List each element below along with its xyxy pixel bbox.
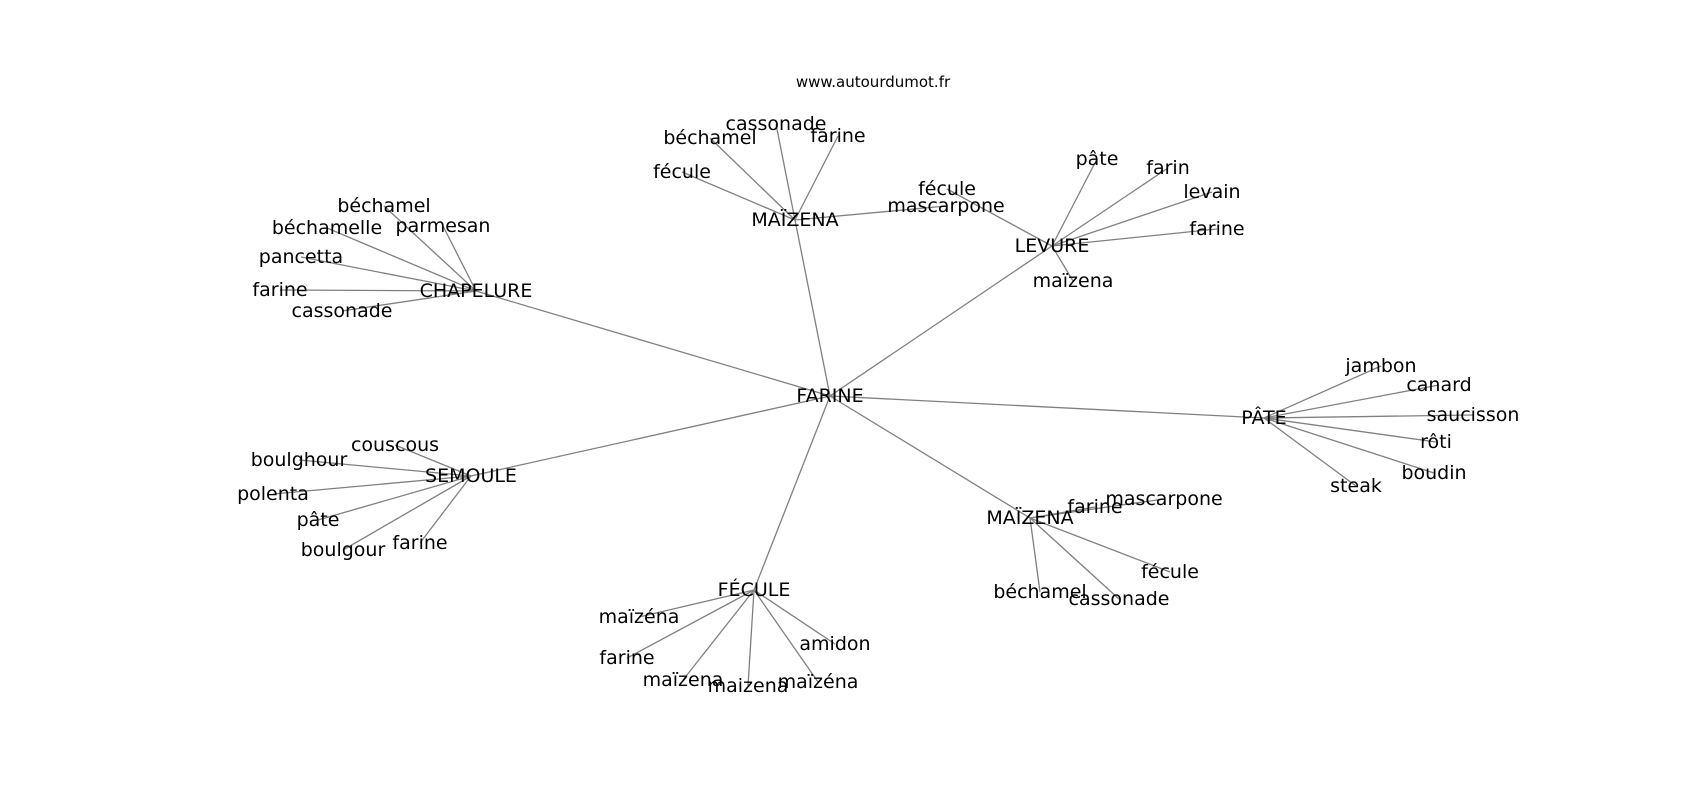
leaf-node: jambon [1344,355,1416,377]
edge-hub-4-leaf-4 [342,475,472,551]
edge-hub-4-leaf-5 [419,475,472,544]
edge-hub-1-leaf-3 [1051,191,1213,247]
leaf-node: maïzena [643,669,724,691]
leaf-node: cassonade [726,113,827,135]
leaf-node: amidon [799,633,870,655]
edge-hub-0-leaf-0 [681,171,796,221]
edge-center-hub-2 [475,290,831,397]
leaf-node: boulghour [251,449,348,471]
leaf-node: farine [810,125,865,147]
edge-hub-3-leaf-0 [1263,365,1382,419]
edge-center-hub-1 [829,245,1053,397]
leaf-node: parmesan [396,215,491,237]
edge-hub-2-leaf-5 [341,290,477,312]
edge-hub-2-leaf-3 [300,256,477,292]
edge-hub-5-leaf-0 [638,589,755,618]
edge-hub-1-leaf-4 [1051,228,1218,247]
hub-node: FÉCULE [718,578,791,601]
leaf-node: farine [1067,496,1122,518]
edge-hub-5-leaf-4 [753,589,819,683]
edge-hub-5-leaf-2 [682,589,755,681]
edge-center-hub-0 [794,219,831,397]
leaf-node: boulgour [301,539,386,561]
leaf-node: boudin [1401,462,1466,484]
hub-node: SEMOULE [425,465,517,487]
edge-hub-0-leaf-1 [709,137,796,221]
edge-center-hub-6 [829,395,1031,519]
leaf-node: fécule [918,178,976,200]
hub-node: MAÏZENA [751,208,838,231]
leaf-node: rôti [1420,431,1452,453]
leaf-node: cassonade [1069,588,1170,610]
edge-hub-3-leaf-2 [1263,414,1474,419]
leaf-node: maizena [708,675,789,697]
hub-node: CHAPELURE [420,280,533,302]
edge-hub-6-leaf-4 [1029,517,1120,600]
edge-hub-3-leaf-3 [1263,417,1437,443]
edge-hub-6-leaf-1 [1029,498,1165,519]
edge-hub-5-leaf-1 [626,589,755,659]
edge-center-hub-4 [470,395,831,477]
edge-hub-3-leaf-1 [1263,384,1440,419]
leaf-node: farine [1189,218,1244,240]
leaf-node: mascarpone [1105,488,1222,510]
leaf-node: canard [1406,374,1471,396]
leaf-node: levain [1183,181,1240,203]
graph-edges [272,123,1474,687]
leaf-node: fécule [653,161,711,183]
center-node: FARINE [796,385,863,407]
leaf-node: couscous [351,434,439,456]
edge-hub-2-leaf-4 [279,289,477,292]
leaf-node: fécule [1141,561,1199,583]
edge-hub-4-leaf-2 [272,475,472,495]
leaf-node: steak [1330,475,1382,497]
leaf-node: maïzena [1033,270,1114,292]
edge-hub-5-leaf-3 [747,589,755,687]
leaf-node: pâte [297,509,340,531]
leaf-node: cassonade [292,300,393,322]
leaf-node: farine [599,647,654,669]
edge-center-hub-5 [753,395,831,591]
leaf-node: farine [392,532,447,554]
edge-hub-1-leaf-5 [1051,245,1074,282]
leaf-node: saucisson [1427,404,1520,426]
leaf-node: béchamel [663,127,756,149]
edge-hub-0-leaf-2 [775,123,796,221]
leaf-node: pancetta [259,246,343,268]
edge-hub-0-leaf-4 [794,205,947,221]
edge-hub-0-leaf-3 [794,135,839,221]
leaf-node: farin [1146,157,1189,179]
source-url: www.autourdumot.fr [796,73,951,91]
edge-hub-6-leaf-3 [1029,517,1041,593]
edge-hub-4-leaf-1 [298,459,472,477]
leaf-node: pâte [1076,148,1119,170]
leaf-node: béchamelle [272,217,382,239]
edge-hub-3-leaf-4 [1263,417,1435,474]
leaf-node: maïzéna [599,606,680,628]
edge-hub-3-leaf-5 [1263,417,1357,487]
edge-hub-1-leaf-2 [1051,167,1169,247]
edge-hub-2-leaf-2 [442,225,477,292]
leaf-node: polenta [237,483,309,505]
leaf-node: farine [252,279,307,301]
hub-node: LEVURE [1015,235,1090,257]
edge-hub-2-leaf-0 [383,205,477,292]
leaf-node: mascarpone [887,195,1004,217]
leaf-node: béchamel [993,581,1086,603]
leaf-node: maïzéna [778,671,859,693]
edge-hub-5-leaf-5 [753,589,836,645]
hub-node: MAÏZENA [986,506,1073,529]
leaf-node: béchamel [337,195,430,217]
edge-hub-4-leaf-3 [317,475,472,521]
hub-node: PÂTE [1241,406,1286,429]
edge-hub-2-leaf-1 [326,227,477,292]
graph-nodes: FARINEMAÏZENAféculebéchamelcassonadefari… [237,113,1519,697]
edge-hub-6-leaf-2 [1029,517,1171,573]
edge-hub-4-leaf-0 [394,444,472,477]
edge-hub-1-leaf-0 [946,188,1053,247]
edge-center-hub-3 [829,395,1265,419]
edge-hub-1-leaf-1 [1051,158,1098,247]
